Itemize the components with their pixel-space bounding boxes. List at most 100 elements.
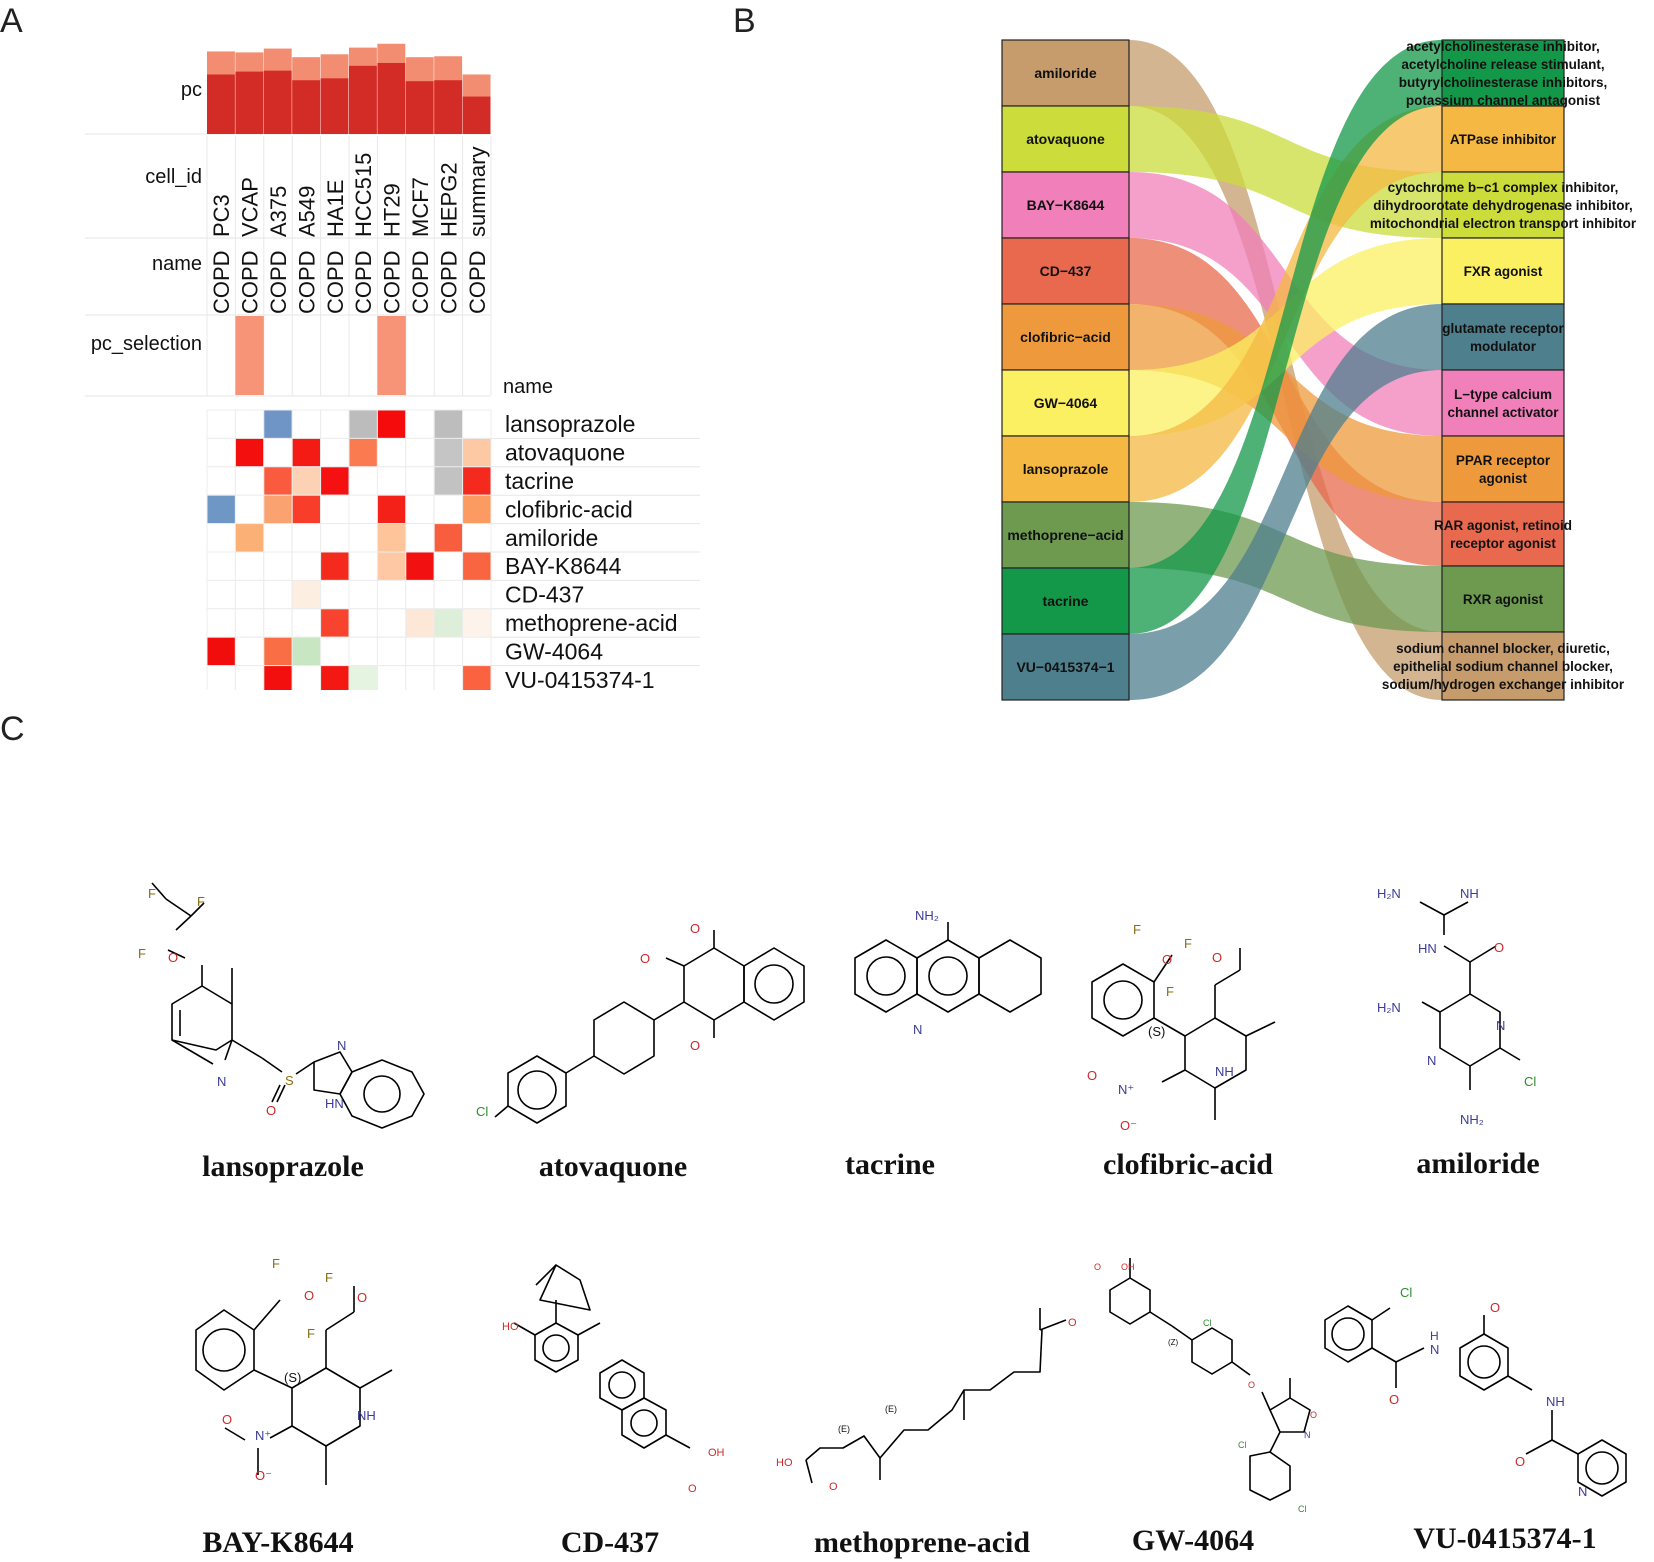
column-name-label: COPD (238, 250, 263, 314)
heatmap-cell (462, 579, 492, 610)
heatmap-cell (234, 523, 265, 553)
atom-label: O (222, 1412, 232, 1427)
panel-label-c: C (0, 710, 25, 748)
column-name-label: COPD (436, 250, 461, 314)
heatmap-row-label: methoprene-acid (505, 610, 678, 636)
drug-stratum (1001, 435, 1130, 503)
heatmap-cell (291, 665, 322, 690)
moa-stratum-label: mitochondrial electron transport inhibit… (1370, 216, 1637, 231)
moa-stratum-label: RXR agonist (1463, 592, 1544, 607)
atom-label: NH₂ (1460, 1112, 1484, 1127)
atom-label: OH (708, 1447, 725, 1459)
atom-label: O (1212, 950, 1222, 965)
column-name-label: COPD (351, 250, 376, 314)
heatmap-cell (348, 636, 378, 667)
moa-stratum-label: RAR agonist, retinoid (1434, 518, 1572, 533)
atom-label: N (1427, 1053, 1436, 1068)
atom-label: O (1248, 1380, 1255, 1390)
atom-label: O (1490, 1300, 1500, 1315)
atom-label: N (913, 1022, 922, 1037)
atom-label: O⁻ (1120, 1118, 1137, 1133)
moa-stratum-label: PPAR receptor (1456, 453, 1551, 468)
atovaquone-structure (494, 930, 805, 1124)
column-cell-id-label: HEPG2 (436, 162, 461, 237)
pc-selection-cell (377, 316, 406, 395)
heatmap-cell (206, 494, 236, 525)
pc-bar-inner (405, 81, 435, 134)
alluvial-flow (1129, 304, 1442, 700)
heatmap-cell (462, 409, 492, 439)
atom-label: Cl (1524, 1074, 1536, 1089)
heatmap-row-label: tacrine (505, 468, 574, 494)
heatmap-cell (433, 579, 464, 610)
molecule-name-cd-437: CD-437 (560, 1526, 660, 1559)
alluvial-panel: amilorideatovaquoneBAY−K8644CD−437clofib… (1001, 39, 1637, 701)
moa-stratum (1441, 39, 1565, 107)
heatmap-cell (462, 466, 492, 496)
pc-bar-inner (263, 70, 293, 134)
atom-label: F (307, 1326, 315, 1341)
drug-stratum-label: atovaquone (1026, 131, 1105, 147)
molecule-name-methoprene-acid: methoprene-acid (813, 1526, 1031, 1559)
atom-label: F (325, 1270, 333, 1285)
moa-stratum-label: epithelial sodium channel blocker, (1393, 659, 1613, 674)
pc-bar-inner (434, 80, 463, 134)
atom-label: O (266, 1103, 276, 1118)
drug-stratum (1001, 567, 1130, 635)
heatmap-row-label: amiloride (505, 525, 598, 551)
atom-label: Cl (1400, 1285, 1412, 1300)
column-cell-id-label: PC3 (209, 194, 234, 237)
alluvial-flow (1129, 304, 1442, 502)
heatmap-cell (291, 636, 322, 667)
atom-label: O (1094, 1262, 1101, 1272)
pc-bar-inner (320, 78, 349, 134)
atom-label: O (304, 1288, 314, 1303)
atom-label: O (1068, 1317, 1077, 1329)
molecule-name-clofibric-acid: clofibric-acid (1103, 1148, 1273, 1181)
moa-stratum-label: sodium/hydrogen exchanger inhibitor (1382, 677, 1625, 692)
atom-label: N (1304, 1430, 1311, 1440)
atom-label: O (1162, 952, 1172, 967)
molecule-name-bay-k8644: BAY-K8644 (202, 1526, 354, 1559)
column-name-label: COPD (465, 250, 490, 314)
atom-label: Cl (1238, 1440, 1247, 1450)
atom-label: Cl (476, 1104, 488, 1119)
heatmap-cell (263, 494, 293, 525)
moa-stratum-label: L−type calcium (1454, 387, 1552, 402)
heatmap-cell (405, 466, 435, 496)
heatmap-cell (206, 551, 236, 581)
atom-label: O (1515, 1454, 1525, 1469)
moa-stratum (1441, 501, 1565, 567)
atom-label: H₂N (1377, 886, 1401, 901)
moa-stratum-label: receptor agonist (1450, 536, 1556, 551)
atom-label: F (148, 886, 156, 901)
tacrine-structure (854, 922, 1042, 1013)
row-title-label: name (503, 376, 553, 398)
column-name-label: COPD (323, 250, 348, 314)
moa-stratum-label: acetylcholine release stimulant, (1401, 57, 1604, 72)
drug-stratum (1001, 501, 1130, 569)
heatmap-row-label: atovaquone (505, 440, 625, 466)
atom-label: N (337, 1038, 346, 1053)
drug-stratum (1001, 171, 1130, 239)
drug-stratum (1001, 39, 1130, 107)
heatmap-row-label: BAY-K8644 (505, 553, 622, 579)
heatmap-cell (291, 466, 322, 496)
moa-stratum (1441, 631, 1565, 701)
amiloride-structure (1419, 901, 1521, 1090)
moa-stratum-label: butyrylcholinesterase inhibitors, (1399, 75, 1608, 90)
heatmap-cell (234, 579, 265, 610)
atom-label: O (640, 951, 650, 966)
heatmap-cell (291, 437, 322, 468)
pc-selection-annotation-label: pc_selection (91, 333, 202, 355)
alluvial-flow (1129, 106, 1442, 238)
heatmap-cell (263, 437, 293, 468)
heatmap-cell (348, 551, 378, 581)
molecule-name-atovaquone: atovaquone (538, 1150, 688, 1183)
atom-label: N (1578, 1484, 1587, 1499)
atom-label: O (357, 1290, 367, 1305)
column-name-label: COPD (266, 250, 291, 314)
atom-label: F (1166, 984, 1174, 999)
atom-label: Cl (1203, 1318, 1212, 1328)
